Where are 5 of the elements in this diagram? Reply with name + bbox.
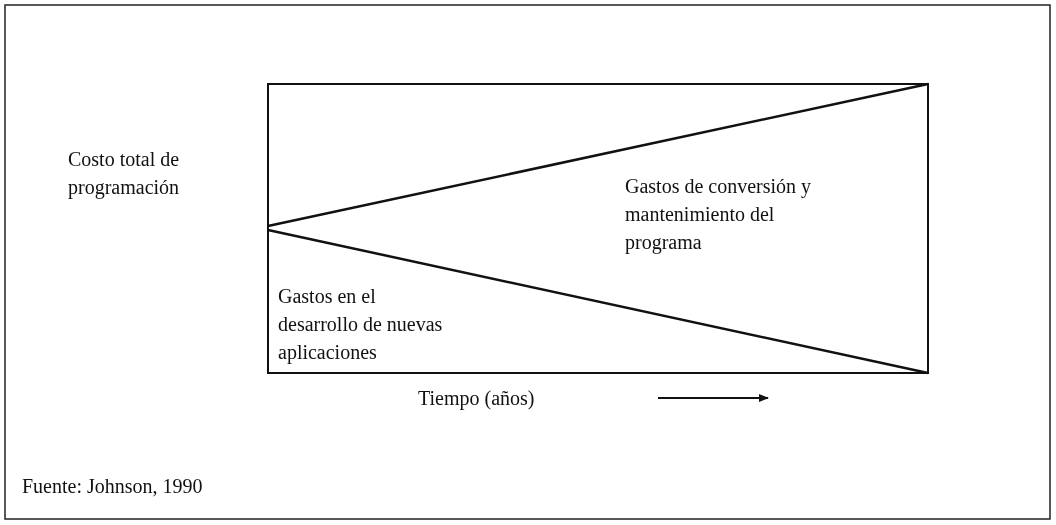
axis-label: Tiempo (años): [418, 386, 535, 412]
source-caption: Fuente: Johnson, 1990: [22, 474, 203, 499]
area-label: Gastos de conversión y mantenimiento del programa: [625, 174, 813, 256]
area-label: Gastos en el desarrollo de nuevas aplicaciones: [278, 284, 443, 366]
axis-label: Costo total de programación: [68, 147, 181, 201]
